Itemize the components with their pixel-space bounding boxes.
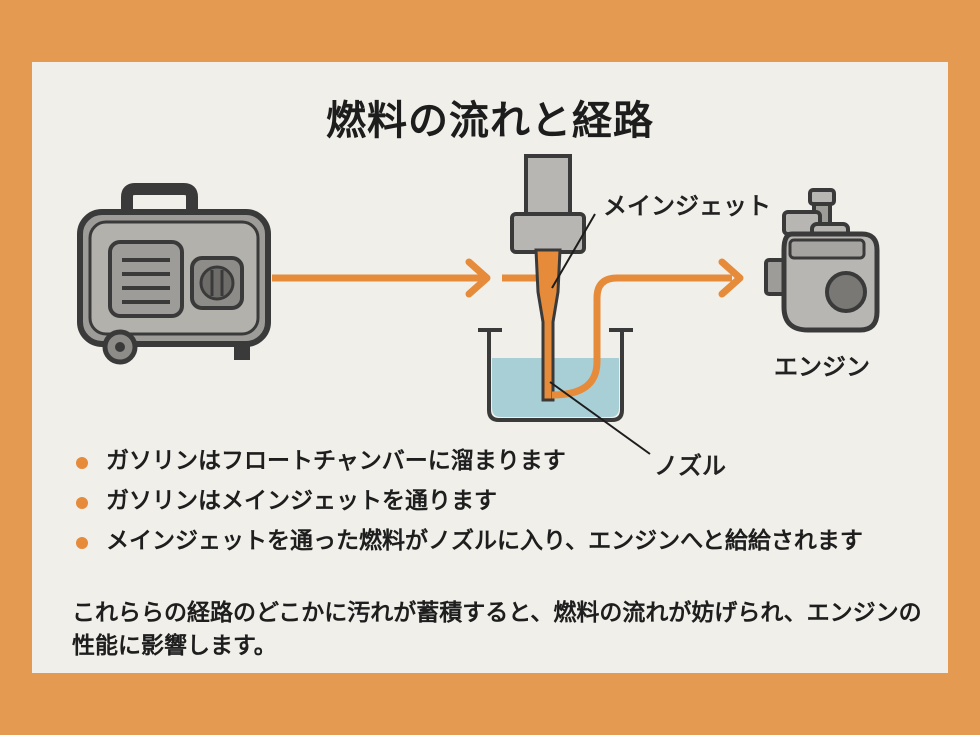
main-jet-leader (551, 213, 596, 289)
flow-arrow-in (272, 258, 544, 298)
generator-icon (77, 183, 271, 365)
main-jet-label: メインジェット (603, 192, 771, 220)
fuel-flow-diagram (77, 154, 880, 455)
list-item: ガソリンはフロートチャンバーに溜まります (72, 446, 932, 477)
engine-icon (764, 188, 880, 333)
bullet-dot-icon (76, 537, 88, 549)
list-item: ガソリンはメインジェットを通ります (72, 486, 932, 517)
bullet-text: ガソリンはフロートチャンバーに溜まります (106, 448, 566, 474)
bullet-text: メインジェットを通った燃料がノズルに入り、エンジンへと給給されます (106, 528, 863, 554)
bullet-dot-icon (76, 497, 88, 509)
nozzle-label: ノズル (654, 452, 726, 480)
diagram-card: 燃料の流れと経路 (32, 62, 948, 673)
diagram-title: 燃料の流れと経路 (326, 98, 654, 144)
engine-label: エンジン (774, 353, 870, 381)
bullet-dot-icon (76, 457, 88, 469)
bullet-text: ガソリンはメインジェットを通ります (106, 488, 497, 514)
bullet-list: ガソリンはフロートチャンバーに溜まります ガソリンはメインジェットを通ります メ… (72, 446, 932, 566)
list-item: メインジェットを通った燃料がノズルに入り、エンジンへと給給されます (72, 526, 932, 557)
nozzle-leader (549, 381, 651, 455)
summary-text: これららの経路のどこかに汚れが蓄積すると、燃料の流れが妨げられ、エンジンの性能に… (72, 600, 922, 659)
flow-arrow-out (551, 258, 744, 399)
float-chamber-icon (478, 328, 633, 422)
main-jet-icon (510, 154, 586, 402)
